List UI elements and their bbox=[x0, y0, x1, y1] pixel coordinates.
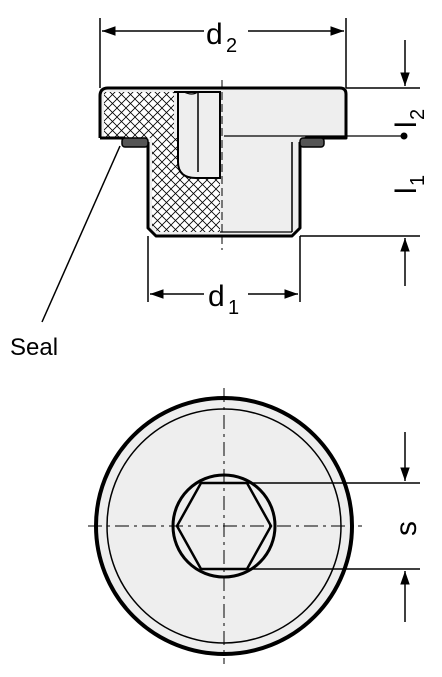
section-hatch-head bbox=[104, 92, 174, 138]
seal-left bbox=[121, 137, 149, 148]
hex-socket-cut bbox=[174, 91, 221, 179]
socket-curve bbox=[183, 91, 199, 95]
d2-label: d bbox=[206, 18, 223, 51]
d1-label: d bbox=[208, 280, 225, 313]
front-view bbox=[88, 388, 362, 664]
dimension-s: s bbox=[247, 432, 423, 622]
seal-label: Seal bbox=[10, 334, 58, 361]
seal-callout: Seal bbox=[10, 145, 121, 361]
plug-shank-outline bbox=[146, 142, 302, 238]
l2-label: l bbox=[390, 121, 423, 128]
seal-right bbox=[299, 137, 325, 148]
l2-subscript: 2 bbox=[407, 109, 429, 120]
dimension-l1-l2: l 2 l 1 bbox=[300, 40, 429, 286]
dimension-d1: d 1 bbox=[147, 236, 301, 319]
l2-reference-dot bbox=[400, 132, 408, 140]
l1-label: l bbox=[390, 187, 423, 194]
d1-subscript: 1 bbox=[228, 297, 239, 319]
s-label: s bbox=[390, 521, 423, 536]
d2-subscript: 2 bbox=[226, 35, 237, 57]
section-view bbox=[98, 80, 408, 250]
l1-subscript: 1 bbox=[407, 175, 429, 186]
dimension-d2: d 2 bbox=[99, 18, 347, 88]
